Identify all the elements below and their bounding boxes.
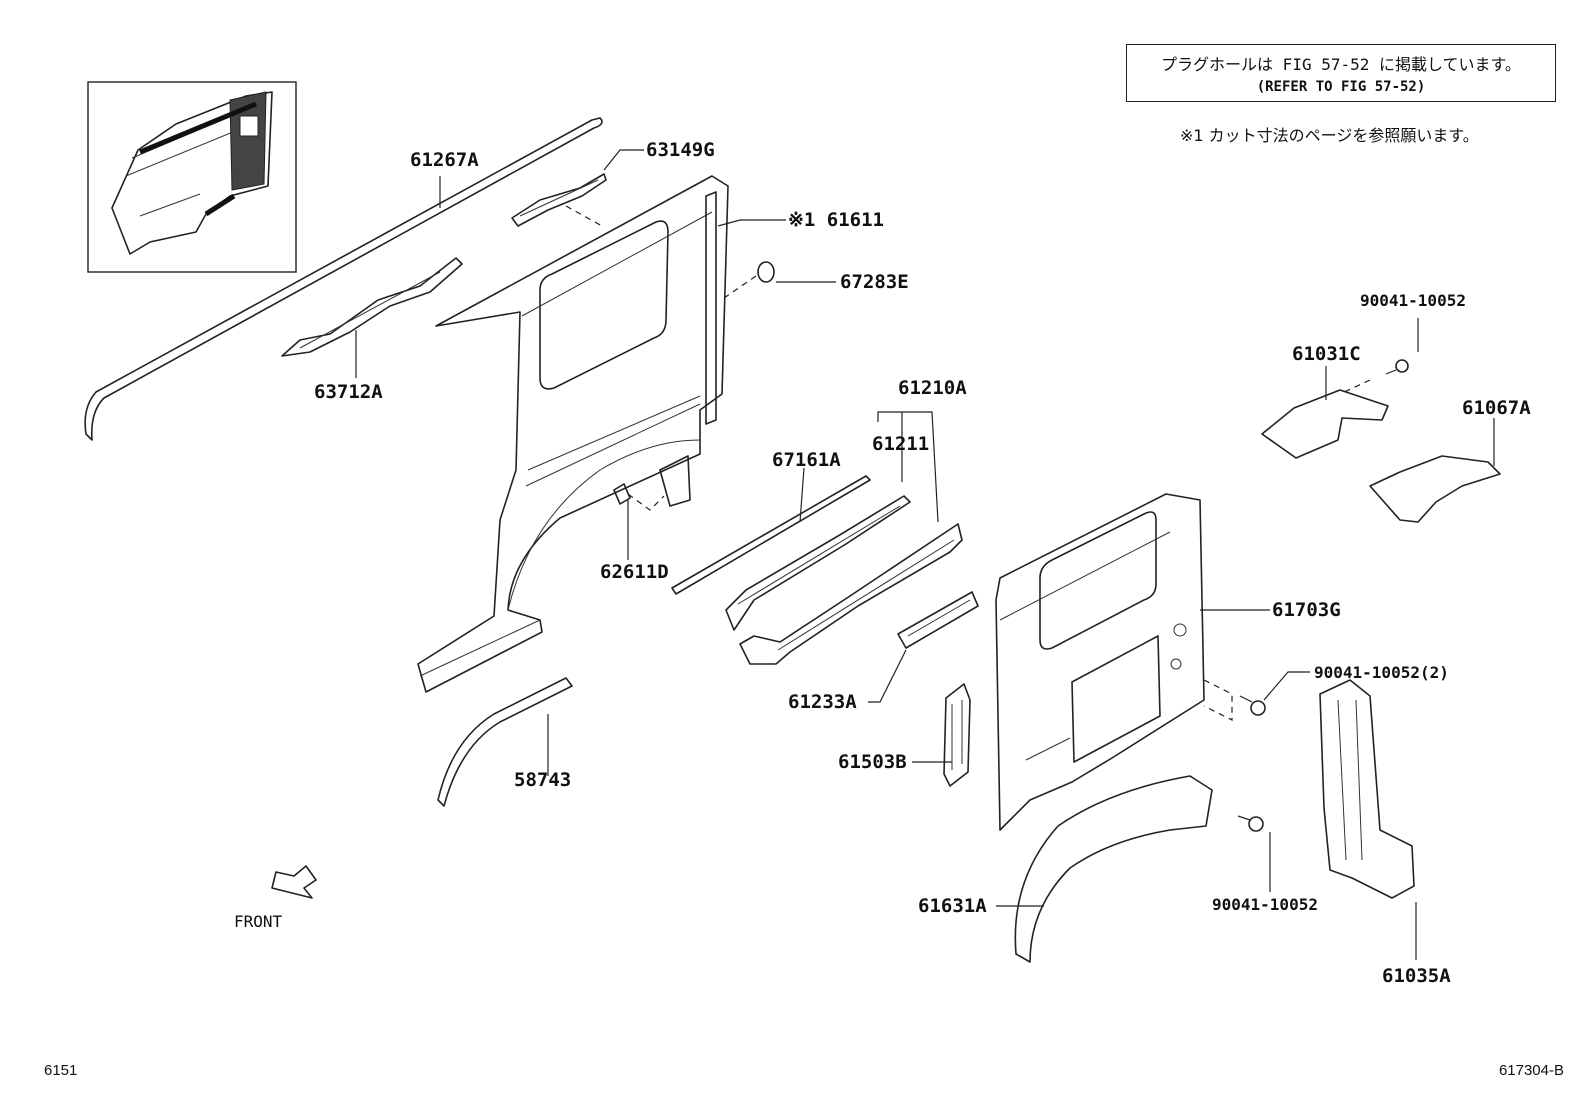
part-67283E-shape bbox=[757, 261, 775, 283]
part-61267A-shape bbox=[84, 117, 603, 441]
part-63149G-shape bbox=[511, 173, 607, 227]
plug-hole-note: プラグホールは FIG 57-52 に掲載しています。 (REFER TO FI… bbox=[1126, 44, 1556, 102]
callout-90041-10052-upper: 90041-10052 bbox=[1360, 291, 1466, 310]
inset-overview bbox=[87, 81, 297, 273]
callout-63712A: 63712A bbox=[314, 381, 383, 403]
page-code-right: 617304-B bbox=[1498, 1062, 1564, 1079]
part-62611D-shape bbox=[613, 483, 631, 505]
front-label: FRONT bbox=[234, 912, 283, 931]
callout-61703G: 61703G bbox=[1272, 599, 1341, 621]
callout-61210A: 61210A bbox=[898, 377, 967, 399]
callout-67283E: 67283E bbox=[840, 271, 909, 293]
plug-hole-note-en: (REFER TO FIG 57-52) bbox=[1256, 79, 1426, 95]
part-61210A-shape bbox=[739, 523, 963, 665]
bolt-upper-icon bbox=[1385, 359, 1409, 375]
callout-63149G: 63149G bbox=[646, 139, 715, 161]
bolt-lower-icon bbox=[1237, 815, 1264, 832]
callout-61631A: 61631A bbox=[918, 895, 987, 917]
part-58743-shape bbox=[437, 677, 573, 807]
callout-61267A: 61267A bbox=[410, 149, 479, 171]
callout-90041-10052-lower: 90041-10052 bbox=[1212, 895, 1318, 914]
plug-hole-note-jp: プラグホールは FIG 57-52 に掲載しています。 bbox=[1161, 55, 1521, 74]
leader-lines bbox=[355, 149, 1495, 960]
part-61631A-shape bbox=[1014, 775, 1213, 963]
callout-61035A: 61035A bbox=[1382, 965, 1451, 987]
callout-58743: 58743 bbox=[514, 769, 571, 791]
part-61067A-shape bbox=[1369, 455, 1501, 523]
part-61211-shape bbox=[725, 495, 911, 631]
callout-61211: 61211 bbox=[872, 433, 929, 455]
bolt-middle-icon bbox=[1239, 695, 1266, 716]
front-arrow-icon bbox=[271, 865, 317, 899]
dashed-guides bbox=[565, 205, 1371, 721]
page-code-left: 6151 bbox=[44, 1062, 78, 1079]
part-61233A-shape bbox=[897, 591, 979, 649]
part-67161A-shape bbox=[671, 475, 871, 595]
callout-61067A: 61067A bbox=[1462, 397, 1531, 419]
callout-61611: ※1 61611 bbox=[788, 209, 884, 231]
callout-61503B: 61503B bbox=[838, 751, 907, 773]
part-61031C-shape bbox=[1261, 389, 1389, 459]
callout-90041-10052-2: 90041-10052(2) bbox=[1314, 663, 1449, 682]
cut-size-note: ※1 カット寸法のページを参照願います。 bbox=[1180, 126, 1479, 145]
part-61703G-shape bbox=[995, 493, 1205, 831]
part-61503B-shape bbox=[943, 683, 971, 787]
callout-67161A: 67161A bbox=[772, 449, 841, 471]
part-61611-shape bbox=[417, 175, 729, 693]
callout-labels: 61267A 63149G ※1 61611 67283E 63712A 612… bbox=[314, 139, 1531, 987]
callout-61233A: 61233A bbox=[788, 691, 857, 713]
callout-62611D: 62611D bbox=[600, 561, 669, 583]
part-63712A-shape bbox=[281, 257, 463, 357]
part-61035A-shape bbox=[1319, 679, 1415, 899]
callout-61031C: 61031C bbox=[1292, 343, 1361, 365]
